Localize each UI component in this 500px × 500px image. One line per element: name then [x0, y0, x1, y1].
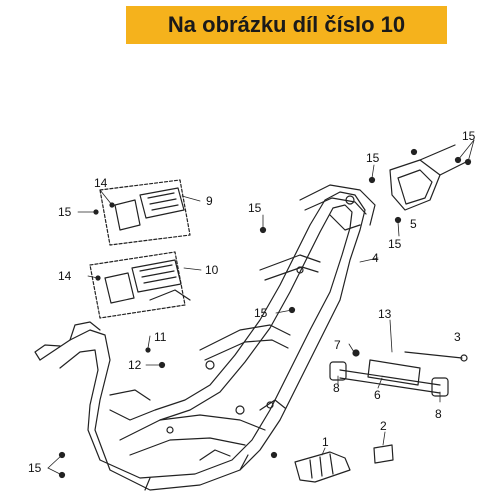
- footrest-bracket-10: [89, 251, 186, 319]
- callout-label: 10: [205, 263, 219, 277]
- callout-label: 15: [462, 129, 476, 143]
- callout-label: 3: [454, 330, 461, 344]
- banner-title: Na obrázku díl číslo 10: [167, 12, 406, 37]
- callout-label: 13: [378, 307, 392, 321]
- main-frame: [34, 184, 376, 491]
- engine-hanger-shaft: [329, 359, 449, 397]
- title-banner: Na obrázku díl číslo 10: [126, 6, 447, 44]
- callout-label: 11: [154, 330, 167, 344]
- fasteners: [58, 148, 472, 479]
- bolt-3: [404, 351, 468, 362]
- callout-label: 15: [58, 205, 72, 219]
- callout-label: 14: [58, 269, 72, 283]
- callout-label: 4: [372, 251, 379, 265]
- callout-label: 6: [374, 388, 381, 402]
- callout-label: 15: [254, 306, 268, 320]
- callout-labels: 15 15 15 14 9 15 5 15 4 14 10 15 13 3 11…: [28, 129, 476, 475]
- upper-bracket: [389, 144, 471, 211]
- callout-label: 5: [410, 217, 417, 231]
- callout-label: 1: [322, 435, 329, 449]
- leader-lines: [47, 139, 475, 476]
- callout-label: 8: [333, 381, 340, 395]
- callout-label: 14: [94, 176, 108, 190]
- callout-label: 15: [366, 151, 380, 165]
- callout-label: 15: [28, 461, 42, 475]
- hose-and-clamp: [294, 444, 394, 483]
- callout-label: 2: [380, 419, 387, 433]
- callout-label: 15: [248, 201, 262, 215]
- callout-label: 9: [206, 194, 213, 208]
- callout-label: 15: [388, 237, 402, 251]
- callout-label: 8: [435, 407, 442, 421]
- footrest-bracket-9: [99, 179, 191, 246]
- callout-label: 12: [128, 358, 142, 372]
- callout-label: 7: [334, 338, 341, 352]
